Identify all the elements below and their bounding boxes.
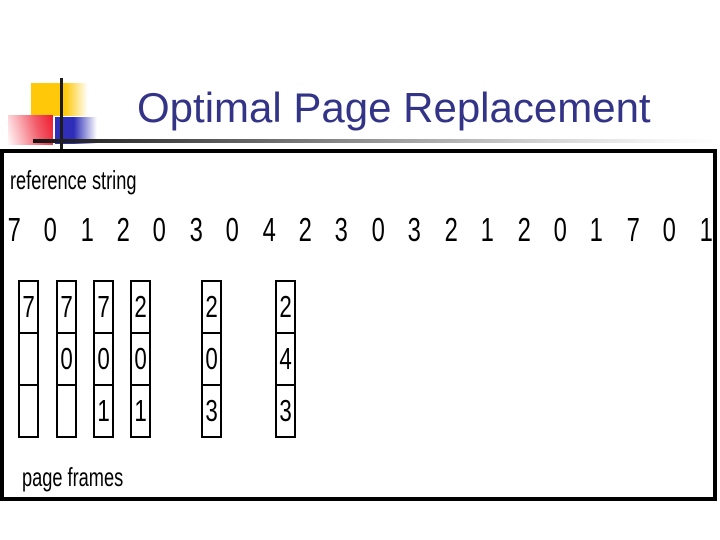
frame-cell: 7 xyxy=(20,282,37,334)
reference-digit-text: 1 xyxy=(80,211,94,248)
frame-cell: 2 xyxy=(277,282,294,334)
reference-digit: 1 xyxy=(473,212,501,248)
reference-string-row: 7 0 1 2 0 3 0 4 2 3 0 3 2 1 2 0 1 7 0 1 xyxy=(0,212,720,248)
frame-cell-value: 2 xyxy=(205,289,218,324)
reference-digit-text: 3 xyxy=(335,211,349,248)
reference-digit-text: 0 xyxy=(371,211,385,248)
frame-cell-value: 7 xyxy=(22,289,35,324)
frame-cell-value: 0 xyxy=(134,341,147,376)
reference-digit: 2 xyxy=(510,212,538,248)
reference-digit: 4 xyxy=(255,212,283,248)
reference-digit-text: 1 xyxy=(699,211,713,248)
reference-digit: 1 xyxy=(73,212,101,248)
frame-cell-value: 7 xyxy=(97,289,110,324)
reference-digit: 0 xyxy=(546,212,574,248)
reference-digit: 3 xyxy=(400,212,428,248)
frame-cell: 3 xyxy=(277,386,294,436)
frame-cell: 1 xyxy=(95,386,112,436)
frame-cell xyxy=(20,386,37,436)
reference-digit-text: 3 xyxy=(407,211,422,248)
frame-cell: 2 xyxy=(132,282,149,334)
reference-digit: 3 xyxy=(328,212,356,248)
frame-cell: 4 xyxy=(277,334,294,386)
reference-digit-text: 2 xyxy=(444,211,458,248)
reference-digit: 0 xyxy=(146,212,174,248)
reference-string-label-text: reference string xyxy=(10,165,137,195)
frame-cell: 0 xyxy=(132,334,149,386)
frame-cell: 7 xyxy=(95,282,112,334)
frame-cell-value: 7 xyxy=(60,289,73,324)
frame-cell-value: 3 xyxy=(279,393,292,428)
page-frames-label: page frames xyxy=(22,463,167,491)
frame-cell: 3 xyxy=(203,386,220,436)
reference-digit: 1 xyxy=(583,212,611,248)
frame-cell-value: 3 xyxy=(205,393,218,428)
reference-digit: 2 xyxy=(437,212,465,248)
reference-digit-text: 1 xyxy=(480,211,494,248)
reference-digit-text: 0 xyxy=(43,211,58,248)
reference-digit: 2 xyxy=(291,212,319,248)
reference-digit-text: 2 xyxy=(116,211,130,248)
frame-column-4: 2 0 1 xyxy=(130,280,151,438)
frame-cell: 0 xyxy=(95,334,112,386)
reference-digit-text: 0 xyxy=(662,211,676,248)
frame-cell-value: 2 xyxy=(279,289,292,324)
reference-digit-text: 0 xyxy=(153,211,167,248)
frame-column-1: 7 xyxy=(18,280,39,438)
reference-digit-text: 0 xyxy=(553,211,567,248)
reference-digit-text: 0 xyxy=(225,211,240,248)
frame-cell-value: 0 xyxy=(60,341,73,376)
reference-digit: 0 xyxy=(218,212,246,248)
frame-column-5: 2 0 3 xyxy=(201,280,222,438)
reference-digit-text: 3 xyxy=(189,211,203,248)
reference-digit-text: 7 xyxy=(626,211,640,248)
frame-cell xyxy=(58,386,75,436)
frame-cell-value: 0 xyxy=(205,341,218,376)
frame-cell-value: 2 xyxy=(134,289,147,324)
reference-string-label: reference string xyxy=(10,166,191,194)
frame-cell: 0 xyxy=(203,334,220,386)
title-underline-rule xyxy=(33,139,720,143)
reference-digit-text: 7 xyxy=(7,211,21,248)
logo-yellow-square xyxy=(31,83,88,116)
frame-cell-value: 1 xyxy=(97,393,110,428)
slide-title: Optimal Page Replacement xyxy=(137,84,651,131)
reference-digit: 1 xyxy=(692,212,720,248)
frame-cell: 2 xyxy=(203,282,220,334)
frame-cell-value: 0 xyxy=(97,341,110,376)
reference-digit: 2 xyxy=(109,212,137,248)
frame-column-2: 7 0 xyxy=(56,280,77,438)
reference-digit-text: 4 xyxy=(262,211,276,248)
frame-cell: 7 xyxy=(58,282,75,334)
reference-digit: 0 xyxy=(364,212,392,248)
page-frames-label-text: page frames xyxy=(22,462,124,492)
reference-digit: 3 xyxy=(182,212,210,248)
frame-column-3: 7 0 1 xyxy=(93,280,114,438)
frame-cell-value: 1 xyxy=(134,393,147,428)
frame-cell-value: 4 xyxy=(279,341,292,376)
reference-digit-text: 2 xyxy=(517,211,531,248)
reference-digit: 7 xyxy=(619,212,647,248)
reference-digit: 0 xyxy=(655,212,683,248)
reference-digit: 0 xyxy=(36,212,64,248)
logo-vertical-line xyxy=(60,78,63,152)
frame-cell xyxy=(20,334,37,386)
page-replacement-diagram-box xyxy=(0,149,717,501)
frame-cell: 1 xyxy=(132,386,149,436)
reference-digit-text: 2 xyxy=(298,211,312,248)
reference-digit-text: 1 xyxy=(589,211,604,248)
reference-digit: 7 xyxy=(0,212,28,248)
frame-cell: 0 xyxy=(58,334,75,386)
frame-column-6: 2 4 3 xyxy=(275,280,296,438)
